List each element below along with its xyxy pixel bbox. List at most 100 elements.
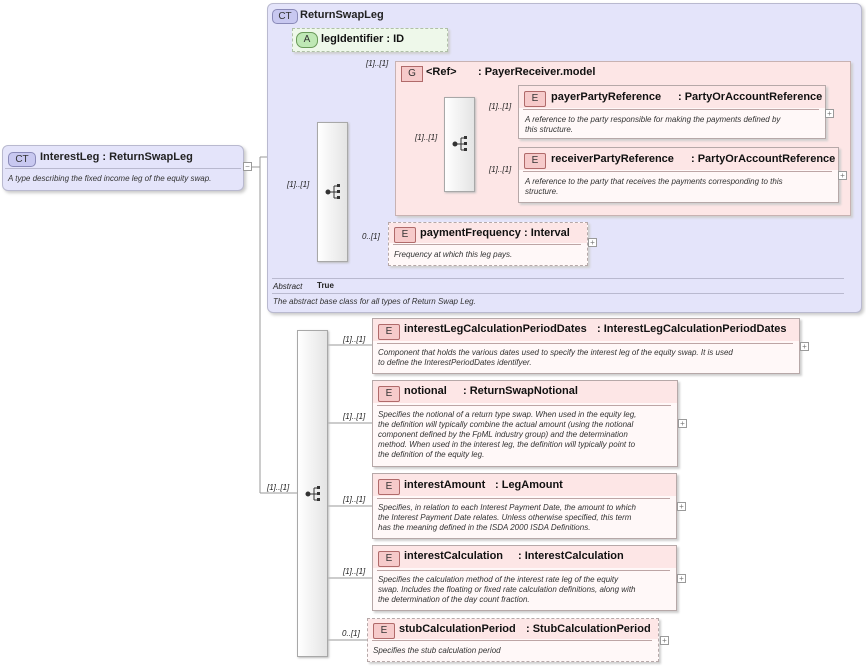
element-header — [373, 546, 676, 568]
element-interestlegcalculationperioddates[interactable]: E interestLegCalculationPeriodDates : In… — [372, 318, 800, 374]
element-paymentfrequency[interactable]: E paymentFrequency : Interval Frequency … — [388, 222, 588, 266]
element-interestcalculation[interactable]: E interestCalculation : InterestCalculat… — [372, 545, 677, 611]
base-sequence-cardinality: [1]..[1] — [287, 180, 310, 189]
element-header — [389, 223, 587, 243]
element-badge-icon: E — [378, 479, 400, 495]
main-sequence-cardinality: [1]..[1] — [267, 483, 290, 492]
base-description: The abstract base class for all types of… — [273, 297, 476, 306]
abstract-value: True — [317, 281, 334, 290]
base-sequence-compositor[interactable] — [317, 122, 348, 262]
expand-icon[interactable]: + — [800, 342, 809, 351]
element-name: stubCalculationPeriod — [399, 623, 516, 635]
element-name: payerPartyReference — [551, 91, 662, 103]
element-badge-icon: E — [378, 386, 400, 402]
root-title: InterestLeg : ReturnSwapLeg — [40, 151, 193, 163]
element-description: A reference to the party responsible for… — [525, 115, 781, 134]
element-cardinality: [1]..[1] — [343, 495, 366, 504]
element-payerpartyreference[interactable]: E payerPartyReference : PartyOrAccountRe… — [518, 85, 826, 139]
element-badge-icon: E — [378, 324, 400, 340]
abstract-label: Abstract — [273, 282, 303, 291]
element-header — [368, 619, 658, 639]
element-separator — [377, 343, 793, 344]
root-collapse-icon[interactable]: − — [243, 162, 252, 171]
attribute-legidentifier[interactable]: A legIdentifier : ID — [292, 28, 448, 52]
element-description: Frequency at which this leg pays. — [394, 250, 513, 259]
element-separator — [377, 498, 670, 499]
element-type: : ReturnSwapNotional — [463, 385, 578, 397]
attribute-badge-icon: A — [296, 32, 318, 48]
element-header — [373, 474, 676, 496]
element-type: : StubCalculationPeriod — [526, 623, 651, 635]
element-badge-icon: E — [373, 623, 395, 639]
element-name: interestLegCalculationPeriodDates — [404, 323, 587, 335]
element-cardinality: [1]..[1] — [489, 165, 512, 174]
element-separator — [523, 109, 819, 110]
element-stubcalculationperiod[interactable]: E stubCalculationPeriod : StubCalculatio… — [367, 618, 659, 662]
element-receiverpartyreference[interactable]: E receiverPartyReference : PartyOrAccoun… — [518, 147, 839, 203]
sequence-icon — [452, 136, 467, 151]
element-cardinality: 0..[1] — [342, 629, 360, 638]
ct-badge-icon: CT — [8, 152, 36, 167]
element-name: interestCalculation — [404, 550, 504, 562]
base-ct-badge-icon: CT — [272, 9, 298, 24]
element-header — [519, 148, 838, 170]
element-header — [373, 319, 799, 341]
root-complex-type[interactable]: CT InterestLeg : ReturnSwapLeg A type de… — [2, 145, 244, 191]
base-separator-2 — [272, 293, 844, 294]
element-cardinality: [1]..[1] — [343, 567, 366, 576]
element-type: : Interval — [524, 227, 570, 239]
element-badge-icon: E — [378, 551, 400, 567]
group-cardinality: [1]..[1] — [366, 59, 389, 68]
base-separator-1 — [272, 278, 844, 279]
element-separator — [372, 640, 652, 641]
element-description: A reference to the party that receives t… — [525, 177, 783, 196]
element-type: : InterestLegCalculationPeriodDates — [597, 323, 787, 335]
expand-icon[interactable]: + — [660, 636, 669, 645]
element-separator — [523, 171, 832, 172]
element-name: paymentFrequency — [420, 227, 521, 239]
element-separator — [393, 244, 581, 245]
root-separator — [5, 168, 241, 169]
element-separator — [377, 405, 671, 406]
element-cardinality: [1]..[1] — [343, 412, 366, 421]
element-badge-icon: E — [524, 91, 546, 107]
element-header — [519, 86, 825, 108]
group-ref: <Ref> — [426, 66, 457, 78]
base-title: ReturnSwapLeg — [300, 9, 384, 21]
element-interestamount[interactable]: E interestAmount : LegAmount Specifies, … — [372, 473, 677, 539]
expand-icon[interactable]: + — [677, 574, 686, 583]
element-description: Specifies the notional of a return type … — [378, 410, 637, 459]
element-cardinality: [1]..[1] — [489, 102, 512, 111]
element-notional[interactable]: E notional : ReturnSwapNotional Specifie… — [372, 380, 678, 467]
group-model: : PayerReceiver.model — [478, 66, 596, 78]
element-name: notional — [404, 385, 447, 397]
expand-icon[interactable]: + — [838, 171, 847, 180]
root-description: A type describing the fixed income leg o… — [8, 174, 212, 183]
element-type: : PartyOrAccountReference — [678, 91, 823, 103]
element-cardinality: [1]..[1] — [343, 335, 366, 344]
expand-icon[interactable]: + — [677, 502, 686, 511]
element-separator — [377, 570, 670, 571]
attribute-title: legIdentifier : ID — [321, 33, 405, 45]
element-type: : LegAmount — [495, 479, 563, 491]
expand-icon[interactable]: + — [678, 419, 687, 428]
sequence-icon — [305, 486, 320, 501]
element-badge-icon: E — [524, 153, 546, 169]
element-cardinality: 0..[1] — [362, 232, 380, 241]
element-description: Specifies the stub calculation period — [373, 646, 501, 655]
element-name: receiverPartyReference — [551, 153, 674, 165]
element-badge-icon: E — [394, 227, 416, 243]
expand-icon[interactable]: + — [588, 238, 597, 247]
group-sequence-compositor[interactable] — [444, 97, 475, 192]
group-sequence-cardinality: [1]..[1] — [415, 133, 438, 142]
main-sequence-compositor[interactable] — [297, 330, 328, 657]
expand-icon[interactable]: + — [825, 109, 834, 118]
element-header — [373, 381, 677, 403]
element-description: Component that holds the various dates u… — [378, 348, 733, 367]
sequence-icon — [325, 184, 340, 199]
element-name: interestAmount — [404, 479, 486, 491]
element-type: : PartyOrAccountReference — [691, 153, 836, 165]
group-badge-icon: G — [401, 66, 423, 82]
element-type: : InterestCalculation — [518, 550, 624, 562]
element-description: Specifies the calculation method of the … — [378, 575, 636, 604]
